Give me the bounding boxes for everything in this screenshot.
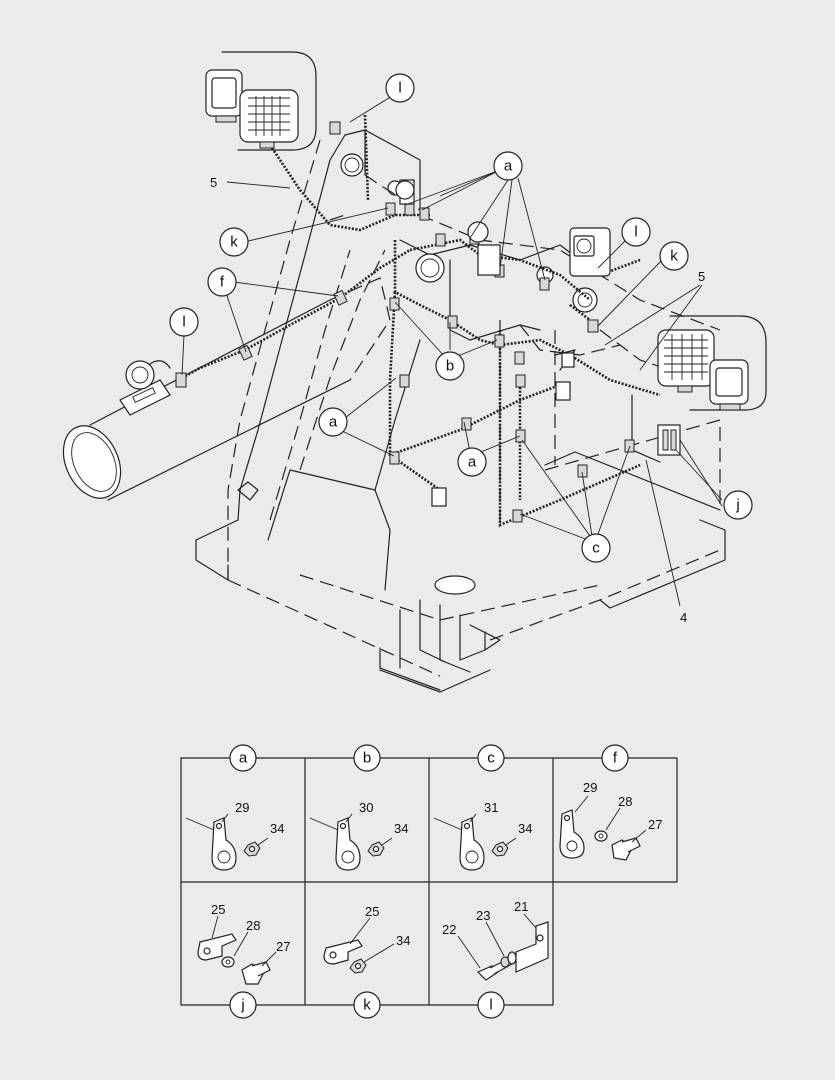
work-light-right — [657, 315, 767, 411]
svg-text:k: k — [670, 248, 678, 265]
part-numbers: 5 5 4 — [210, 175, 705, 625]
boom-arm — [227, 134, 421, 591]
svg-text:f: f — [220, 274, 225, 291]
callout-l-top: l — [385, 73, 415, 103]
legend-c-part-34: 34 — [518, 821, 532, 836]
svg-text:a: a — [329, 414, 338, 431]
callout-f-left: f — [207, 267, 237, 297]
legend-cell-a: a 29 34 — [185, 744, 284, 871]
legend-f-part-27: 27 — [648, 817, 662, 832]
light-grille — [248, 96, 290, 136]
svg-text:a: a — [468, 454, 477, 471]
callout-b-mid: b — [435, 351, 465, 381]
svg-text:k: k — [363, 997, 371, 1014]
legend-cell-l: l 22 23 21 — [442, 899, 549, 1019]
leader-lines — [181, 95, 723, 607]
detail-legend: a 29 34 b 30 34 — [180, 744, 678, 1019]
legend-j-part-25: 25 — [211, 902, 225, 917]
callout-k-left: k — [219, 227, 249, 257]
tail-lamp-left — [119, 360, 171, 416]
legend-l-part-23: 23 — [476, 908, 490, 923]
callout-k-right: k — [659, 241, 689, 271]
legend-l-part-22: 22 — [442, 922, 456, 937]
callout-l-right: l — [621, 217, 651, 247]
legend-cell-k: k 25 34 — [323, 904, 410, 1019]
svg-text:c: c — [487, 750, 495, 767]
legend-b-part-34: 34 — [394, 821, 408, 836]
legend-f-part-28: 28 — [618, 794, 632, 809]
svg-text:b: b — [363, 750, 371, 767]
callout-j-right: j — [723, 490, 753, 520]
part-number-5-right: 5 — [698, 269, 705, 284]
connectors — [395, 179, 681, 507]
legend-f-part-29: 29 — [583, 780, 597, 795]
svg-text:c: c — [592, 540, 600, 557]
small-light-mast — [569, 227, 611, 277]
callout-l-left: l — [169, 307, 199, 337]
svg-text:l: l — [634, 224, 637, 241]
legend-cell-f: f 29 28 27 — [559, 744, 662, 861]
callout-a-left: a — [318, 407, 348, 437]
svg-text:l: l — [489, 997, 492, 1014]
callout-a-top: a — [493, 151, 523, 181]
legend-cell-b: b 30 34 — [309, 744, 408, 871]
svg-text:l: l — [182, 314, 185, 331]
svg-text:a: a — [504, 158, 513, 175]
callout-bubbles: l a k f l l k — [169, 73, 753, 563]
cylinder-tube — [62, 277, 391, 501]
callout-c-bottom: c — [581, 533, 611, 563]
legend-j-part-27: 27 — [276, 939, 290, 954]
upper-beam — [329, 129, 721, 356]
work-light-top-left — [205, 51, 317, 151]
light-grille — [664, 334, 708, 380]
svg-text:j: j — [240, 997, 244, 1014]
legend-k-part-25: 25 — [365, 904, 379, 919]
svg-text:k: k — [230, 234, 238, 251]
wiring-harness — [181, 114, 661, 527]
part-number-4: 4 — [680, 610, 687, 625]
svg-text:a: a — [239, 750, 248, 767]
main-drawing: l a k f l l k — [62, 51, 767, 693]
legend-a-part-29: 29 — [235, 800, 249, 815]
legend-cell-j: j 25 28 27 — [197, 902, 290, 1019]
legend-l-part-21: 21 — [514, 899, 528, 914]
legend-cell-c: c 31 34 — [433, 744, 532, 871]
svg-text:l: l — [398, 80, 401, 97]
legend-c-part-31: 31 — [484, 800, 498, 815]
svg-text:j: j — [735, 497, 739, 514]
svg-text:f: f — [613, 750, 618, 767]
base-frame — [195, 419, 726, 693]
part-number-5-left: 5 — [210, 175, 217, 190]
legend-j-part-28: 28 — [246, 918, 260, 933]
legend-k-part-34: 34 — [396, 933, 410, 948]
callout-a-mid: a — [457, 447, 487, 477]
legend-b-part-30: 30 — [359, 800, 373, 815]
legend-a-part-34: 34 — [270, 821, 284, 836]
svg-text:b: b — [446, 358, 454, 375]
